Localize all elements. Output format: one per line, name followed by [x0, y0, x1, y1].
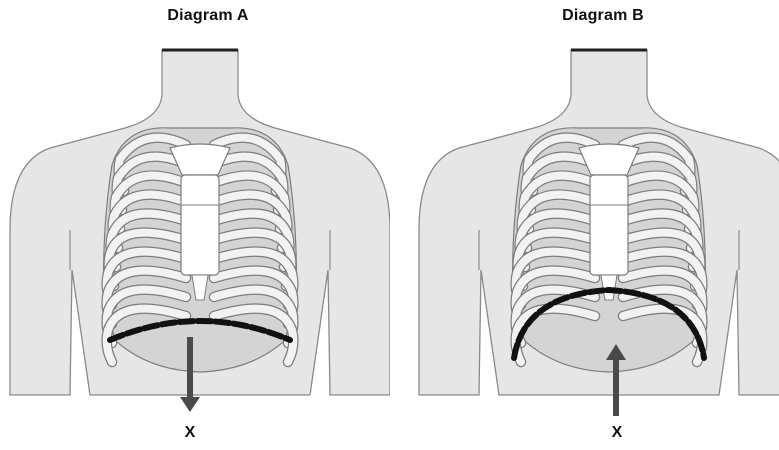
- torso: [10, 50, 390, 412]
- torso: [419, 50, 779, 416]
- diagram-b-x-label: X: [602, 424, 632, 442]
- sternum: [590, 175, 628, 275]
- diagram-b-figure: [389, 0, 779, 450]
- diagram-a-figure: [0, 0, 390, 450]
- diagram-b: Diagram B X: [389, 0, 779, 450]
- arrow-shaft: [187, 337, 193, 399]
- diagram-a-title: Diagram A: [128, 7, 288, 25]
- diagram-a: Diagram A X: [0, 0, 390, 450]
- diagram-b-title: Diagram B: [523, 7, 683, 25]
- sternum: [181, 175, 219, 275]
- arrow-shaft: [613, 358, 619, 416]
- diagram-a-x-label: X: [175, 424, 205, 442]
- arrow-head: [180, 397, 200, 412]
